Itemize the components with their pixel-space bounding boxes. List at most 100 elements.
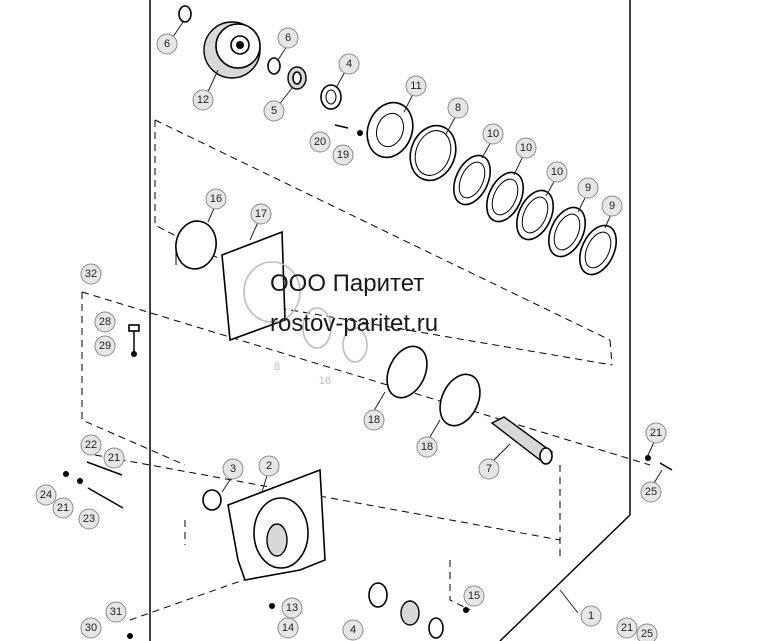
callout-number: 23 <box>83 513 95 525</box>
callout-31: 31 <box>105 601 127 623</box>
friction-plate-11 <box>366 101 414 159</box>
callout-18: 18 <box>416 436 438 458</box>
callout-number: 6 <box>164 38 170 50</box>
main-housing-2 <box>227 468 326 581</box>
callout-number: 21 <box>108 452 120 464</box>
callout-number: 10 <box>520 142 532 154</box>
callout-number: 28 <box>99 316 111 328</box>
callout-6: 6 <box>277 27 299 49</box>
callout-10: 10 <box>482 123 504 145</box>
callout-10: 10 <box>515 137 537 159</box>
callout-8: 8 <box>447 97 469 119</box>
callout-number: 3 <box>230 463 236 475</box>
seal-3 <box>202 489 222 511</box>
callout-number: 7 <box>486 463 492 475</box>
callout-number: 18 <box>368 414 380 426</box>
callout-12: 12 <box>192 89 214 111</box>
callout-14: 14 <box>277 617 299 639</box>
callout-number: 18 <box>421 441 433 453</box>
bolt-28 <box>128 324 140 357</box>
callout-9: 9 <box>601 195 623 217</box>
snap-ring-18 <box>386 345 481 427</box>
watermark-company: ООО Паритет <box>270 270 425 297</box>
callout-number: 29 <box>99 340 111 352</box>
callout-number: 30 <box>85 622 97 634</box>
callout-number: 15 <box>468 590 480 602</box>
callout-1: 1 <box>580 605 602 627</box>
retaining-ring-top <box>178 5 281 75</box>
callout-2: 2 <box>258 455 280 477</box>
callout-9: 9 <box>577 177 599 199</box>
callout-25: 25 <box>636 623 658 641</box>
callout-number: 12 <box>197 94 209 106</box>
callout-21: 21 <box>52 497 74 519</box>
callout-number: 14 <box>282 622 294 634</box>
bolt-22-23 <box>63 461 124 509</box>
callout-3: 3 <box>222 458 244 480</box>
right-pin-21-25 <box>645 455 673 471</box>
callout-number: 21 <box>650 427 662 439</box>
shaft-7 <box>490 416 554 465</box>
callout-number: 20 <box>314 136 326 148</box>
housing-plate-17 <box>221 230 286 342</box>
frame-outline <box>149 0 631 641</box>
callout-number: 16 <box>210 193 222 205</box>
bottom-bearing-parts <box>127 582 469 639</box>
bearing-top <box>287 66 307 90</box>
callout-number: 17 <box>255 208 267 220</box>
callout-23: 23 <box>78 508 100 530</box>
callout-13: 13 <box>281 597 303 619</box>
callout-number: 19 <box>337 149 349 161</box>
callout-number: 25 <box>645 486 657 498</box>
callout-number: 32 <box>85 268 97 280</box>
callout-25: 25 <box>640 481 662 503</box>
callout-4: 4 <box>338 53 360 75</box>
callout-number: 22 <box>85 439 97 451</box>
callout-11: 11 <box>405 75 427 97</box>
callout-number: 1 <box>588 610 594 622</box>
callout-number: 10 <box>487 128 499 140</box>
callout-10: 10 <box>546 161 568 183</box>
callout-16: 16 <box>205 188 227 210</box>
ghost-ring-8 <box>243 261 368 363</box>
callout-29: 29 <box>94 335 116 357</box>
callout-number: 9 <box>585 182 591 194</box>
callout-number: 8 <box>274 361 280 373</box>
ghost-callout-8: 8 <box>274 361 280 373</box>
callout-21: 21 <box>645 422 667 444</box>
callout-labels: 6126541182019101010991617322829181872125… <box>35 27 667 641</box>
callout-15: 15 <box>463 585 485 607</box>
callout-number: 8 <box>455 102 461 114</box>
friction-discs-10-9 <box>453 154 617 276</box>
bushing-16 <box>175 220 217 270</box>
callout-number: 25 <box>641 628 653 640</box>
callout-19: 19 <box>332 144 354 166</box>
callout-22: 22 <box>80 434 102 456</box>
callout-number: 6 <box>285 32 291 44</box>
callout-7: 7 <box>478 458 500 480</box>
sprocket-gear <box>203 21 261 79</box>
callout-number: 4 <box>346 58 352 70</box>
callout-6: 6 <box>156 33 178 55</box>
callout-32: 32 <box>80 263 102 285</box>
callout-number: 9 <box>609 200 615 212</box>
callout-number: 4 <box>350 624 356 636</box>
callout-number: 16 <box>319 375 331 387</box>
callout-20: 20 <box>309 131 331 153</box>
callout-number: 31 <box>110 606 122 618</box>
callout-4: 4 <box>342 619 364 641</box>
callout-number: 5 <box>271 105 277 117</box>
callout-number: 11 <box>410 80 421 92</box>
callout-number: 21 <box>621 622 633 634</box>
pin-20 <box>334 124 363 136</box>
callout-number: 21 <box>57 502 69 514</box>
callout-number: 2 <box>266 460 272 472</box>
callout-21: 21 <box>103 447 125 469</box>
callout-5: 5 <box>263 100 285 122</box>
callout-18: 18 <box>363 409 385 431</box>
ring-plate-8 <box>409 124 457 182</box>
watermark-url: rostov-paritet.ru <box>270 310 439 337</box>
dashed-assembly-lines <box>81 119 651 621</box>
callout-number: 24 <box>40 489 52 501</box>
